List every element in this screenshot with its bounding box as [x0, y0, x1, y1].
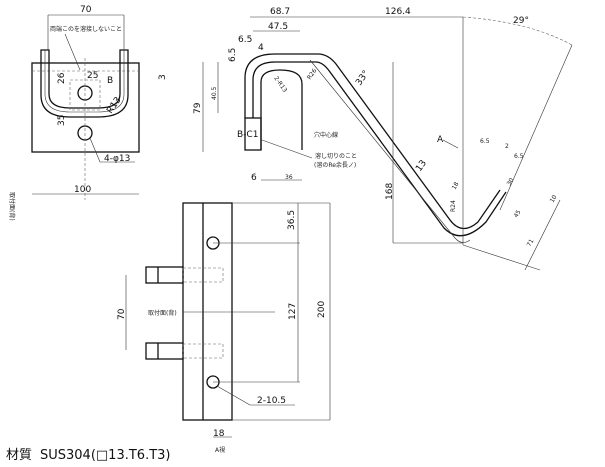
dim-18: 18 [451, 181, 461, 191]
bar-end [244, 117, 262, 151]
dim-30: 30 [506, 177, 516, 187]
dim-6-5: 6.5 [238, 35, 252, 45]
radius-2-r13: 2-R13 [272, 75, 288, 94]
dim-70-a: 70 [117, 308, 127, 320]
dim-70: 70 [80, 5, 92, 15]
dim-126-4: 126.4 [385, 7, 411, 17]
radius-r26: R26 [306, 67, 319, 81]
dim-168: 168 [385, 183, 395, 200]
pin [145, 342, 184, 360]
dim-6: 6 [251, 173, 257, 183]
radius-r13: R13 [105, 95, 123, 115]
dia-13: 13 [414, 159, 429, 174]
dim-26: 26 [57, 72, 67, 84]
bar-inner [252, 61, 507, 237]
a-view: 36.5 127 200 70 取付面(背) 2-10.5 18 A視 [117, 202, 331, 454]
dim-6-5-d: 6.5 [514, 153, 524, 160]
dim-25: 25 [87, 71, 98, 81]
bar-outer [244, 53, 501, 230]
dim-47-5: 47.5 [268, 22, 288, 32]
holes-4-13: 4-φ13 [104, 154, 130, 164]
material-label: 材質 [6, 448, 32, 463]
dim-18-a: 18 [213, 429, 225, 439]
mounting-face-label: 取付面(背) [8, 192, 16, 221]
radius-r24: R24 [450, 200, 457, 212]
pin [145, 266, 184, 284]
angle-29: 29° [513, 16, 529, 26]
chamfer-b-c1: B-C1 [237, 130, 258, 140]
front-view: 70 両端このを溶接しないこと 26 25 B R13 35 4-φ13 100… [8, 5, 168, 221]
dim-6-5-vertical: 6.5 [228, 48, 238, 62]
dim-127: 127 [288, 303, 298, 320]
a-view-caption: A視 [215, 446, 225, 454]
dim-10: 10 [549, 194, 559, 204]
dim-200: 200 [317, 301, 327, 318]
side-mark: 3 [158, 74, 168, 80]
dim-36: 36 [285, 174, 293, 181]
mounting-face-label-a: 取付面(背) [148, 309, 177, 317]
dim-6-5-c: 6.5 [480, 138, 490, 145]
base-plate [31, 62, 140, 153]
u-bar-outer [40, 49, 129, 118]
dim-36-5: 36.5 [287, 210, 297, 230]
material-spec: 材質 SUS304(□13.T6.T3) [6, 448, 171, 463]
dim-35: 35 [57, 115, 67, 126]
cut-note: 溶し切りのこと [315, 152, 357, 160]
a-view-plate [182, 202, 233, 421]
dim-100: 100 [74, 185, 91, 195]
dim-68-7: 68.7 [270, 7, 290, 17]
u-bar-centerline [44, 50, 125, 113]
angle-arc [462, 16, 573, 46]
view-a-arrow: A [437, 135, 444, 145]
dim-45: 45 [513, 209, 523, 219]
dim-71: 71 [526, 238, 536, 248]
dim-2: 2 [505, 143, 509, 150]
holes-2-10-5: 2-10.5 [257, 396, 286, 406]
angle-33: 33° [354, 69, 371, 88]
dim-79: 79 [193, 102, 203, 114]
hidden-square [69, 79, 101, 111]
dim-40-5: 40.5 [211, 86, 218, 100]
label-b: B [107, 76, 113, 86]
hole-center-label: 穴中心線 [314, 131, 338, 139]
dim-4: 4 [258, 43, 264, 53]
material-value: SUS304(□13.T6.T3) [40, 448, 171, 463]
note-no-weld: 両端このを溶接しないこと [50, 25, 122, 33]
cut-note-sub: (溶のRe余長ノ) [314, 161, 356, 169]
side-view: 68.7 126.4 29° 47.5 6.5 4 6.5 40.5 79 2-… [193, 7, 573, 271]
bar-centerline [309, 59, 471, 243]
u-bend [260, 69, 303, 150]
